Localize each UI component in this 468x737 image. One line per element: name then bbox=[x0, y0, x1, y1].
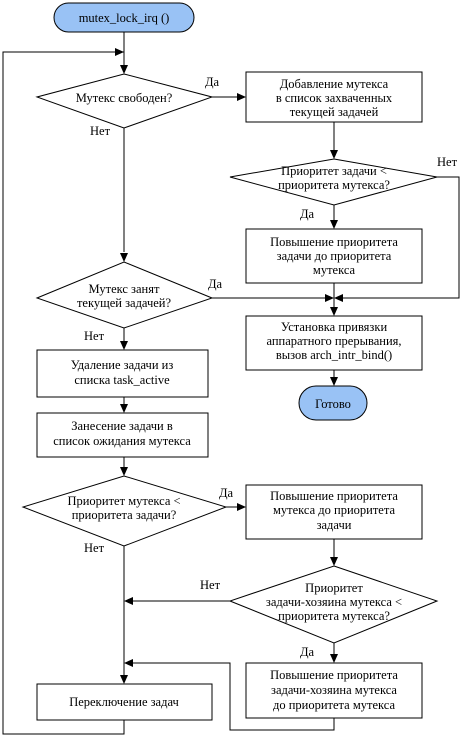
prio1-line-2: приоритета мутекса? bbox=[278, 178, 390, 192]
process-remove-task bbox=[36, 349, 209, 398]
label-prio1-yes: Да bbox=[300, 207, 315, 221]
process-add-to-list bbox=[245, 71, 423, 123]
arrow-start-down bbox=[120, 65, 128, 74]
arrow-owned-no bbox=[120, 341, 128, 350]
process-raise-owner-prio bbox=[245, 662, 423, 719]
decision-prio-check-2 bbox=[21, 475, 228, 547]
arrow-wait-to-prio2 bbox=[120, 467, 128, 476]
edge-prio1-no bbox=[342, 176, 460, 299]
raise-owner-prio-line-3: до приоритета мутекса bbox=[273, 698, 395, 712]
raise-task-prio-line-1: Повышение приоритета bbox=[270, 235, 398, 249]
label-owned-yes: Да bbox=[208, 277, 223, 291]
prio3-line-1: Приоритет bbox=[305, 581, 363, 595]
raise-mutex-prio-line-3: задачи bbox=[317, 518, 352, 532]
raise-task-prio-line-2: задачи до приоритета bbox=[277, 249, 392, 263]
arrow-mutex-free-no bbox=[120, 253, 128, 262]
arrow-bind-to-done bbox=[330, 377, 338, 386]
start-label: mutex_lock_irq () bbox=[79, 11, 170, 25]
raise-owner-prio-line-2: задачи-хозяина мутекса bbox=[271, 683, 397, 697]
arrow-prio3-no bbox=[124, 597, 133, 605]
connectors bbox=[2, 32, 460, 735]
mutex-free-label: Мутекс свободен? bbox=[76, 91, 173, 105]
add-to-list-line-2: в список захваченных bbox=[276, 91, 393, 105]
remove-task-line-2: списка task_active bbox=[74, 373, 170, 387]
mutex-owned-line-2: текущей задачей? bbox=[77, 296, 172, 310]
prio2-line-2: приоритета задачи? bbox=[72, 508, 177, 522]
node-labels: mutex_lock_irq () Мутекс свободен? Добав… bbox=[53, 11, 402, 712]
arrow-prio3-yes bbox=[330, 654, 338, 663]
process-add-to-wait bbox=[36, 412, 209, 458]
label-prio1-no: Нет bbox=[437, 155, 458, 169]
process-switch-task bbox=[36, 683, 213, 721]
edge-loop-back bbox=[2, 51, 125, 735]
label-prio3-yes: Да bbox=[300, 645, 315, 659]
raise-owner-prio-line-1: Повышение приоритета bbox=[270, 668, 398, 682]
arrow-add-to-prio1 bbox=[330, 150, 338, 159]
prio3-line-3: приоритета мутекса? bbox=[278, 609, 390, 623]
process-raise-task-prio bbox=[245, 228, 423, 284]
decision-mutex-free bbox=[35, 73, 214, 129]
arrow-raise-owner-loop bbox=[124, 659, 133, 667]
edge-labels: Да Нет Да Нет Да Нет Да Нет Нет Да bbox=[84, 75, 458, 659]
switch-task-label: Переключение задач bbox=[69, 695, 179, 709]
add-to-wait-line-1: Занесение задачи в bbox=[71, 419, 173, 433]
arrow-prio2-no bbox=[120, 675, 128, 684]
edge-raise-owner-loop bbox=[132, 662, 335, 731]
label-prio2-yes: Да bbox=[219, 486, 234, 500]
raise-mutex-prio-line-2: мутекса до приоритета bbox=[273, 503, 395, 517]
label-mutex-free-yes: Да bbox=[205, 75, 220, 89]
prio3-line-2: задачи-хозяина мутекса < bbox=[266, 595, 402, 609]
arrow-mutex-free-yes bbox=[237, 93, 246, 101]
bind-irq-line-2: аппаратного прерывания, bbox=[266, 334, 401, 348]
bind-irq-line-3: вызов arch_intr_bind() bbox=[276, 348, 392, 362]
label-prio2-no: Нет bbox=[84, 541, 105, 555]
arrowheads bbox=[115, 48, 343, 684]
arrow-raise-mutex-to-prio3 bbox=[330, 557, 338, 566]
prio1-line-1: Приоритет задачи < bbox=[281, 164, 387, 178]
bind-irq-line-1: Установка привязки bbox=[281, 320, 388, 334]
label-owned-no: Нет bbox=[84, 329, 105, 343]
arrow-loop-top bbox=[115, 48, 124, 56]
arrow-raise-task-to-bind bbox=[330, 307, 338, 316]
decision-prio-check-3 bbox=[228, 565, 439, 644]
label-mutex-free-no: Нет bbox=[90, 124, 111, 138]
arrow-prio1-no bbox=[334, 294, 343, 302]
prio2-line-1: Приоритет мутекса < bbox=[67, 494, 180, 508]
raise-mutex-prio-line-1: Повышение приоритета bbox=[270, 489, 398, 503]
start-terminal bbox=[53, 2, 195, 33]
done-label: Готово bbox=[315, 397, 351, 411]
arrow-remove-to-wait bbox=[120, 404, 128, 413]
decision-mutex-owned bbox=[35, 261, 214, 329]
mutex-owned-line-1: Мутекс занят bbox=[89, 282, 160, 296]
raise-task-prio-line-3: мутекса bbox=[313, 263, 356, 277]
decision-prio-check-1 bbox=[229, 158, 438, 206]
done-terminal bbox=[298, 385, 368, 421]
add-to-list-line-1: Добавление мутекса bbox=[280, 77, 389, 91]
add-to-list-line-3: текущей задачей bbox=[290, 105, 379, 119]
add-to-wait-line-2: список ожидания мутекса bbox=[53, 434, 191, 448]
arrow-owned-yes bbox=[325, 294, 334, 302]
process-bind-irq bbox=[245, 315, 423, 371]
label-prio3-no: Нет bbox=[200, 578, 221, 592]
process-raise-mutex-prio bbox=[245, 484, 423, 540]
remove-task-line-1: Удаление задачи из bbox=[71, 358, 174, 372]
nodes bbox=[21, 2, 439, 721]
arrow-prio2-yes bbox=[237, 503, 246, 511]
arrow-prio1-yes bbox=[330, 220, 338, 229]
